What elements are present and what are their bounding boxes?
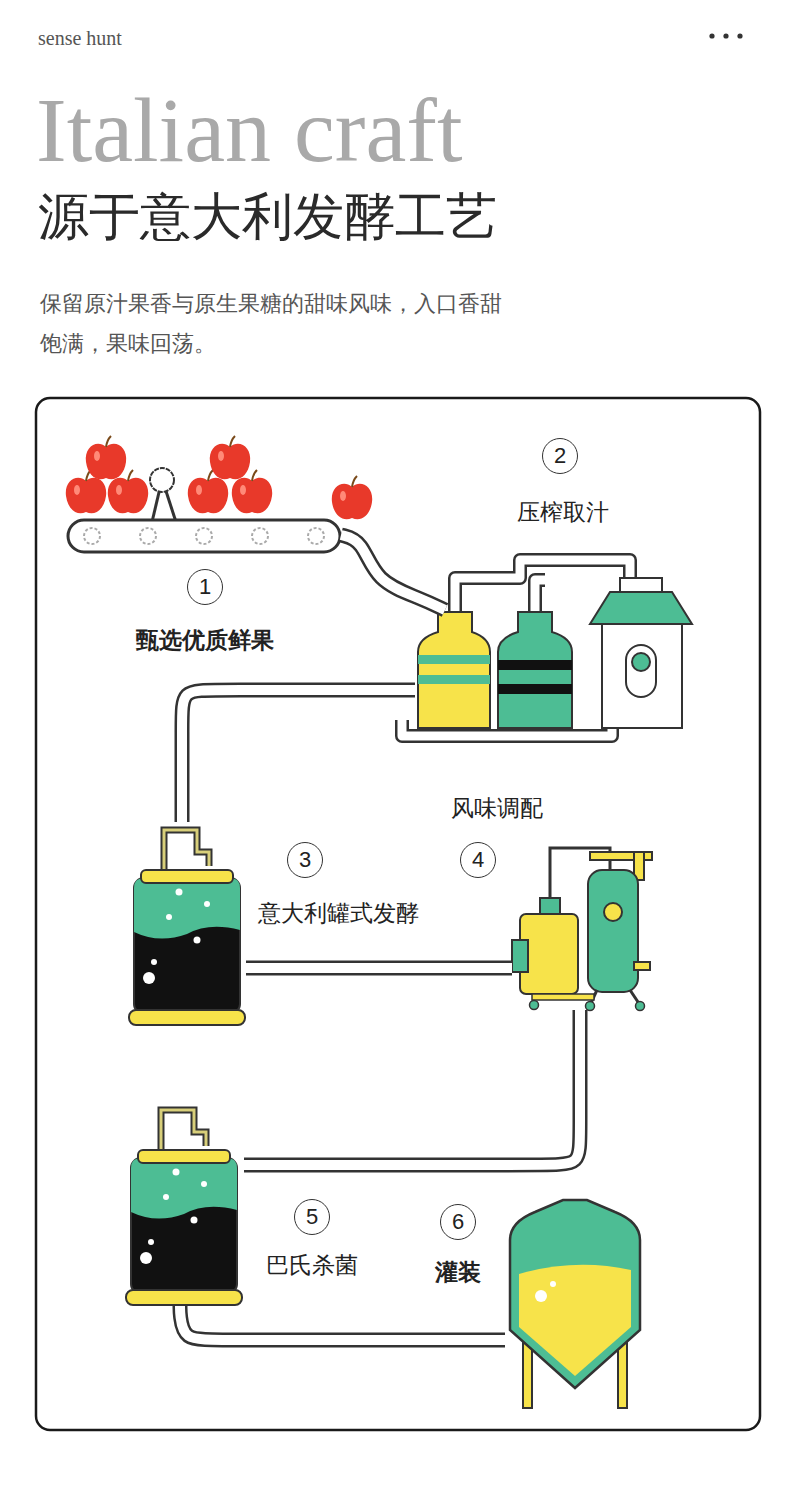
- blending-machine: [512, 848, 652, 1011]
- step-number: 2: [542, 438, 578, 474]
- pipe-inner: [341, 535, 445, 610]
- menu-dots: [709, 33, 742, 38]
- conveyor: [66, 436, 372, 552]
- pipe-outline: [341, 535, 445, 610]
- brand-label: sense hunt: [38, 26, 122, 50]
- pipe-connector: [182, 690, 415, 822]
- fermentation-tank: [129, 830, 245, 1025]
- process-step: 3意大利罐式发酵: [128, 822, 246, 1026]
- pipe-connector: [246, 968, 512, 969]
- pipe-connector: [244, 1010, 580, 1165]
- pipe-outline: [244, 1010, 580, 1165]
- pipe-outline: [182, 690, 415, 822]
- step-label: 甄选优质鲜果: [136, 625, 274, 656]
- pipe-connector: [341, 535, 445, 610]
- pipe-inner: [182, 690, 415, 822]
- process-step: 2压榨取汁: [415, 610, 575, 730]
- step-number: 4: [460, 842, 496, 878]
- step-label: 风味调配: [451, 793, 543, 824]
- process-step: 6灌装: [505, 1200, 640, 1410]
- pasteurization-tank: [126, 1110, 242, 1305]
- step-label: 意大利罐式发酵: [258, 898, 419, 929]
- step-number: 1: [187, 569, 223, 605]
- step-label: 巴氏杀菌: [266, 1250, 358, 1281]
- step-number: 3: [287, 842, 323, 878]
- pipe-outline: [246, 961, 512, 976]
- process-step: 5巴氏杀菌: [126, 1102, 244, 1306]
- page-title: Italian craft: [36, 84, 463, 176]
- filling-tank: [510, 1200, 640, 1408]
- press-equipment: [402, 560, 692, 736]
- step-number: 6: [440, 1204, 476, 1240]
- subtitle-heading: 源于意大利发酵工艺: [38, 186, 497, 247]
- pipe-connector: [180, 1306, 505, 1340]
- pipe-inner: [246, 963, 512, 973]
- intro-paragraph: 保留原汁果香与原生果糖的甜味风味，入口香甜饱满，果味回荡。: [40, 284, 508, 364]
- process-step: 4风味调配: [512, 840, 655, 1010]
- step-number: 5: [294, 1199, 330, 1235]
- diagram-frame: [36, 398, 760, 1430]
- process-step: 1甄选优质鲜果: [65, 440, 341, 555]
- pipe-inner: [180, 1306, 505, 1340]
- pipe-outline: [180, 1306, 505, 1340]
- step-label: 灌装: [435, 1257, 481, 1288]
- pipe-inner: [244, 1010, 580, 1165]
- step-label: 压榨取汁: [517, 497, 609, 528]
